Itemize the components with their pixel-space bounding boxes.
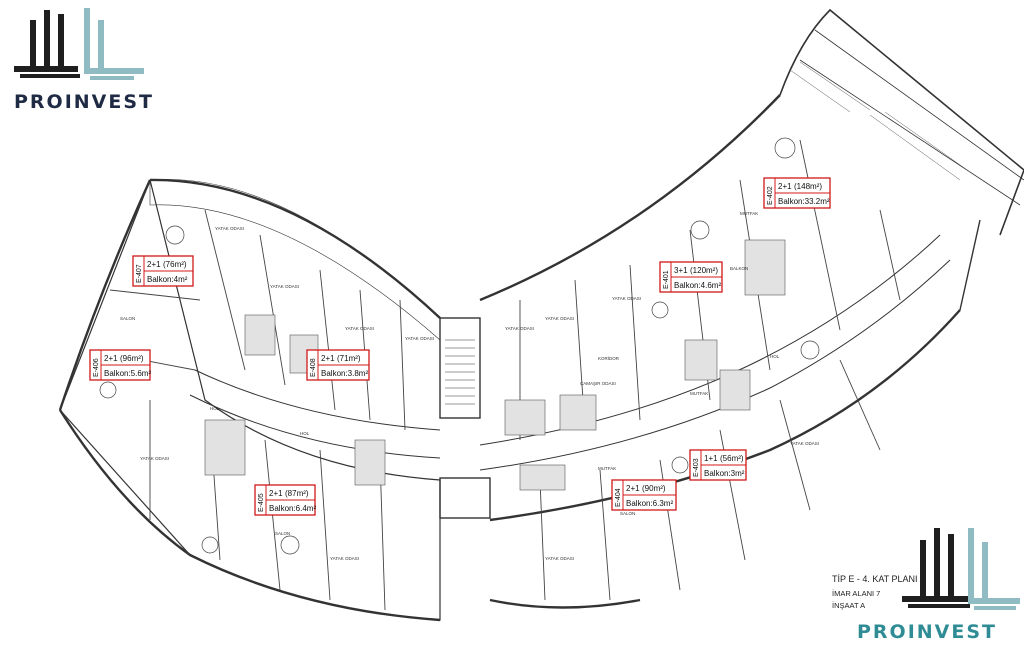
furniture (99, 137, 820, 555)
room-label-balcony: BALKON (730, 266, 748, 271)
unit-area: (87m²) (285, 489, 309, 498)
unit-balcony: Balkon:5.6m² (104, 369, 151, 378)
unit-type: 1+1 (704, 454, 718, 463)
room-label-hall: HOL (300, 431, 310, 436)
unit-type: 2+1 (321, 354, 335, 363)
room-label-bedroom: YATAK ODASI (330, 556, 359, 561)
room-label-bedroom: YATAK ODASI (505, 326, 534, 331)
room-label-kitchen: MUTFAK (690, 391, 708, 396)
plan-title: TİP E - 4. KAT PLANI (832, 574, 918, 584)
unit-tag-e407: E-407 2+1 (76m²) Balkon:4m² (132, 255, 194, 287)
room-label-bedroom: YATAK ODASI (545, 556, 574, 561)
unit-id: E-402 (767, 186, 774, 205)
unit-balcony: Balkon:33.2m² (778, 197, 830, 206)
unit-area: (148m²) (794, 182, 822, 191)
logo-wordmark: PROINVEST (857, 621, 997, 643)
unit-balcony: Balkon:3m² (704, 469, 745, 478)
wet-areas (204, 239, 786, 491)
room-label-laundry: ÇAMAŞIR ODASI (580, 381, 616, 386)
terrace-hatch (789, 61, 971, 181)
room-label-bedroom: YATAK ODASI (612, 296, 641, 301)
unit-tag-e404: E-404 2+1 (90m²) Balkon:6.3m² (611, 479, 677, 511)
unit-type: 2+1 (626, 484, 640, 493)
unit-id: E-405 (258, 493, 265, 512)
room-label-living: SALON (120, 316, 135, 321)
logo-mark (902, 528, 1020, 610)
logo-top-left: PROINVEST (14, 8, 154, 113)
unit-id: E-408 (310, 358, 317, 377)
unit-id: E-403 (693, 458, 700, 477)
room-label-hall: HOL (210, 406, 220, 411)
plan-subtitle-zoning: İMAR ALANI 7 (832, 589, 880, 598)
room-label-living: SALON (275, 531, 290, 536)
logo-mark (14, 8, 144, 80)
unit-type: 2+1 (104, 354, 118, 363)
room-label-hall: HOL (770, 354, 780, 359)
unit-balcony: Balkon:4.6m² (674, 281, 721, 290)
unit-tag-e408: E-408 2+1 (71m²) Balkon:3.8m² (306, 349, 370, 381)
unit-area: (96m²) (120, 354, 144, 363)
room-label-bedroom: YATAK ODASI (140, 456, 169, 461)
room-label-bedroom: YATAK ODASI (405, 336, 434, 341)
unit-balcony: Balkon:6.4m² (269, 504, 316, 513)
unit-id: E-404 (615, 488, 622, 507)
unit-tag-e401: E-401 3+1 (120m²) Balkon:4.6m² (659, 261, 723, 293)
room-label-bedroom: YATAK ODASI (790, 441, 819, 446)
unit-area: (71m²) (337, 354, 361, 363)
plan-title-block: TİP E - 4. KAT PLANI İMAR ALANI 7 İNŞAAT… (832, 574, 918, 610)
room-label-kitchen: MUTFAK (598, 466, 616, 471)
unit-balcony: Balkon:6.3m² (626, 499, 673, 508)
unit-type: 3+1 (674, 266, 688, 275)
room-label-bedroom: YATAK ODASI (270, 284, 299, 289)
unit-type: 2+1 (269, 489, 283, 498)
room-label-kitchen: MUTFAK (740, 211, 758, 216)
unit-balcony: Balkon:3.8m² (321, 369, 368, 378)
unit-area: (120m²) (690, 266, 718, 275)
unit-id: E-401 (663, 270, 670, 289)
room-labels: YATAK ODASI YATAK ODASI YATAK ODASI YATA… (120, 211, 819, 561)
unit-area: (56m²) (720, 454, 744, 463)
room-label-bedroom: YATAK ODASI (545, 316, 574, 321)
unit-type: 2+1 (147, 260, 161, 269)
unit-type: 2+1 (778, 182, 792, 191)
unit-tag-e406: E-406 2+1 (96m²) Balkon:5.6m² (89, 349, 151, 381)
stair-core (445, 339, 475, 405)
room-label-corridor: KORİDOR (598, 355, 620, 361)
unit-area: (76m²) (163, 260, 187, 269)
logo-bottom-right: PROINVEST (857, 528, 1020, 643)
logo-wordmark: PROINVEST (14, 91, 154, 113)
unit-tag-e403: E-403 1+1 (56m²) Balkon:3m² (689, 449, 747, 481)
unit-balcony: Balkon:4m² (147, 275, 188, 284)
unit-area: (90m²) (642, 484, 666, 493)
unit-tag-e402: E-402 2+1 (148m²) Balkon:33.2m² (763, 177, 831, 209)
unit-tag-e405: E-405 2+1 (87m²) Balkon:6.4m² (254, 484, 316, 516)
room-label-bedroom: YATAK ODASI (215, 226, 244, 231)
unit-id: E-407 (136, 264, 143, 283)
plan-subtitle-construction: İNŞAAT A (832, 601, 865, 610)
room-label-bedroom: YATAK ODASI (345, 326, 374, 331)
unit-id: E-406 (93, 358, 100, 377)
room-label-living: SALON (620, 511, 635, 516)
